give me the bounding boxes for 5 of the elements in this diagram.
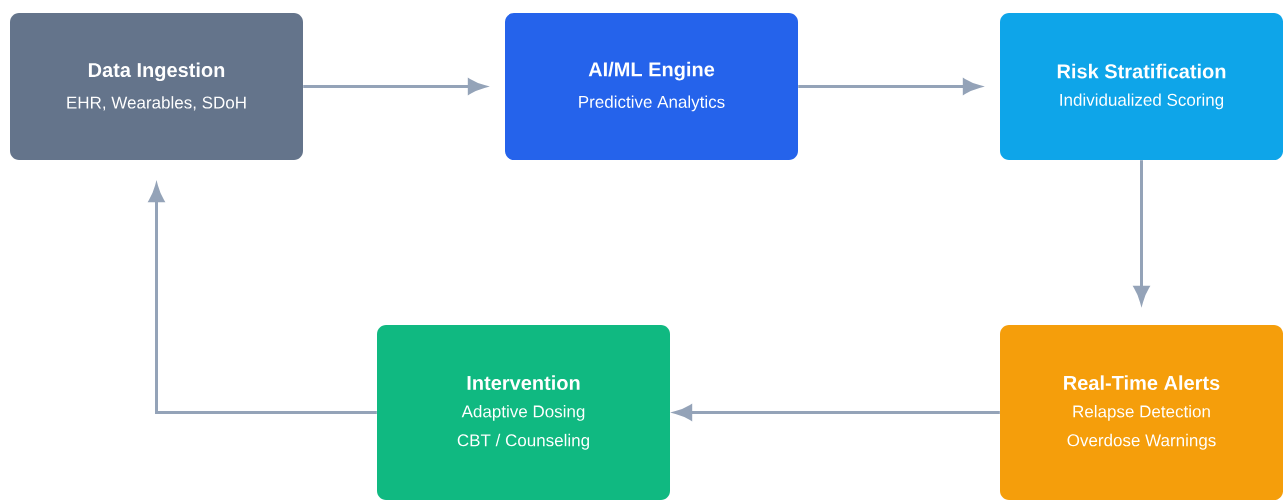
process-box: Risk Stratification Individualized Scoring [1000, 13, 1283, 160]
process-box: Data Ingestion EHR, Wearables, SDoH [10, 13, 303, 160]
process-box: Intervention Adaptive Dosing CBT / Counseling [377, 325, 670, 500]
process-box: Real-Time Alerts Relapse Detection Overdose Warnings [1000, 325, 1283, 500]
process-box: AI/ML Engine Predictive Analytics [505, 13, 798, 160]
